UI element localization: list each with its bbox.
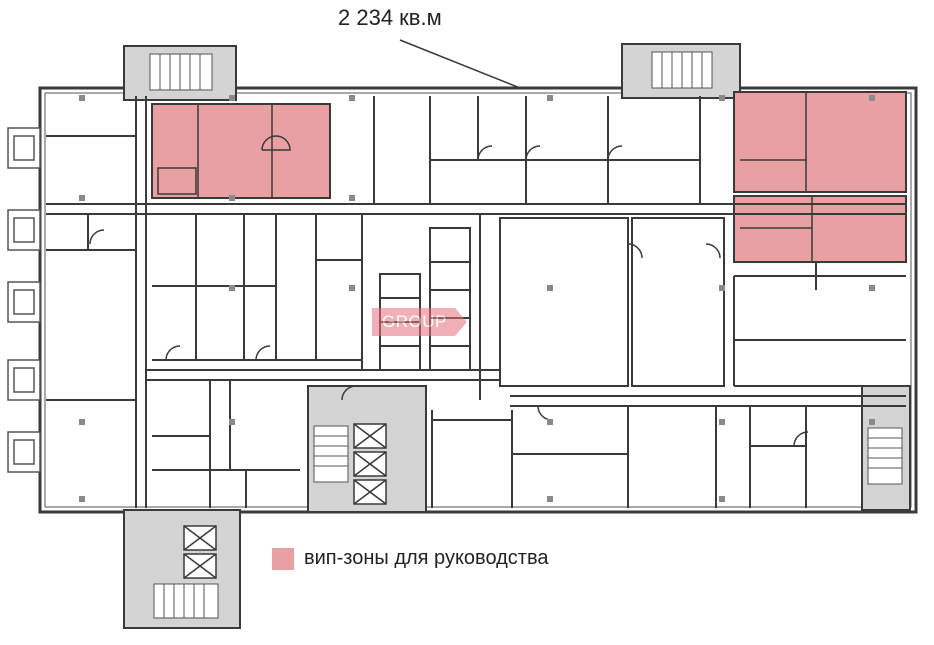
vip-zones bbox=[151, 91, 907, 263]
watermark-arrow-icon bbox=[454, 308, 467, 336]
area-leader-line bbox=[399, 39, 521, 89]
room-walls bbox=[46, 96, 906, 508]
vip-zone-north-east bbox=[733, 91, 907, 193]
vip-zone-east-lower bbox=[733, 195, 907, 263]
building-outline-inner bbox=[44, 92, 912, 508]
west-bay-windows bbox=[7, 127, 41, 473]
stair-cores bbox=[123, 43, 911, 629]
stair-treads bbox=[149, 51, 903, 619]
vip-zone-north-west bbox=[151, 103, 331, 199]
door-swings bbox=[89, 135, 809, 447]
legend: вип-зоны для руководства bbox=[272, 547, 549, 570]
watermark-text: GROUP bbox=[372, 308, 455, 336]
vip-zone-partitions bbox=[157, 92, 813, 262]
legend-swatch-vip bbox=[272, 547, 294, 570]
elevator-shafts bbox=[183, 423, 387, 579]
watermark-logo: GROUP bbox=[372, 308, 467, 336]
total-area-label: 2 234 кв.м bbox=[338, 5, 442, 30]
structural-columns bbox=[79, 95, 875, 502]
legend-label: вип-зоны для руководства bbox=[304, 547, 549, 569]
corridor-lines bbox=[46, 96, 906, 508]
